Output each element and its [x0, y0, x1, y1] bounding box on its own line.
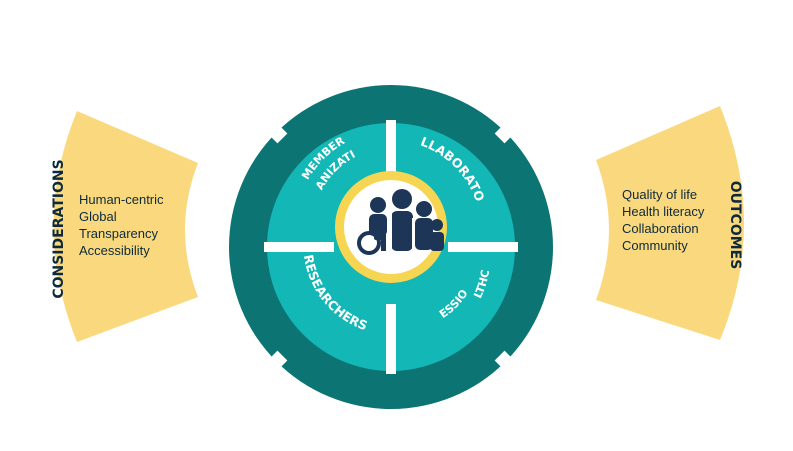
icon-separators [390, 213, 414, 251]
outcomes-item: Collaboration [622, 221, 699, 236]
considerations-title: CONSIDERATIONS [51, 159, 67, 298]
considerations-item: Human-centric [79, 192, 164, 207]
outcomes-item: Quality of life [622, 187, 698, 202]
outcomes-list: Quality of life Health literacy Collabor… [622, 186, 704, 254]
outcomes-item: Health literacy [622, 204, 705, 219]
community-people-icon [357, 189, 444, 255]
outcomes-title: OUTCOMES [727, 181, 743, 270]
considerations-list: Human-centric Global Transparency Access… [79, 191, 164, 259]
considerations-item: Accessibility [79, 243, 150, 258]
outer-label-right: LIVING WITH ALS/MND [551, 157, 594, 336]
outcomes-panel [596, 106, 744, 340]
outer-label-bottom: TREATING ALS/MND [315, 406, 466, 442]
considerations-item: Transparency [79, 226, 158, 241]
outer-ring-gaps [257, 113, 525, 381]
outcomes-item: Community [622, 238, 688, 253]
considerations-panel [53, 111, 198, 342]
considerations-item: Global [79, 209, 117, 224]
